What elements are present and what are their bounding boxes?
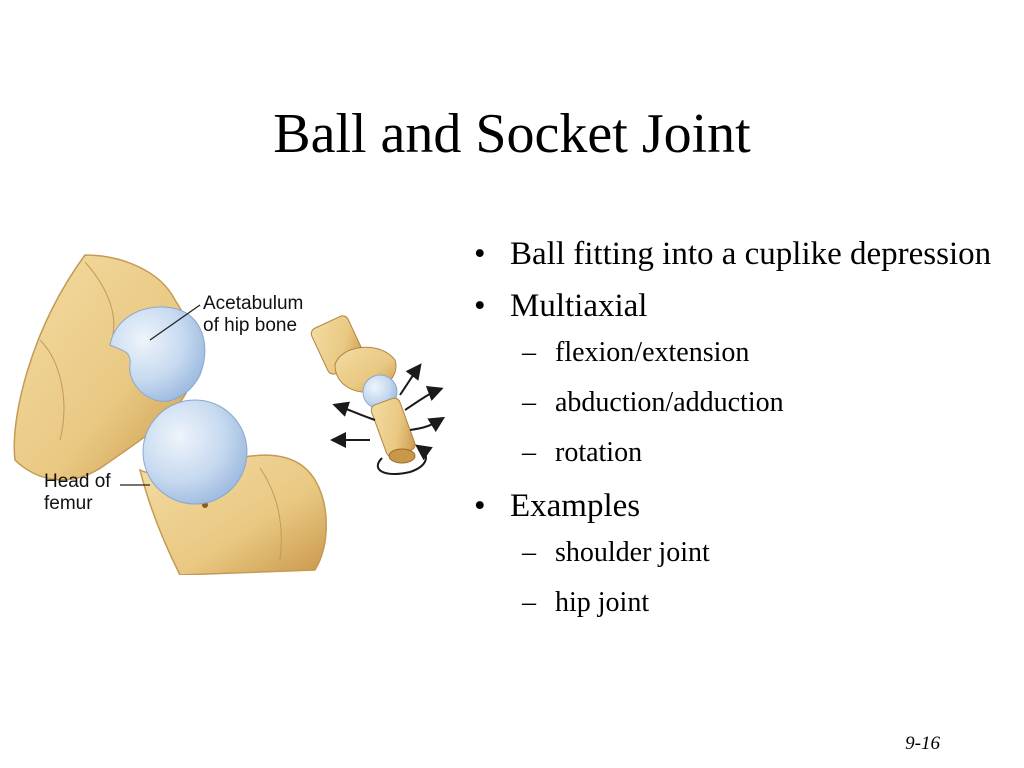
bullet-mark: • — [474, 288, 486, 324]
sub-bullet-text: flexion/extension — [555, 337, 750, 368]
hip-joint-drawing — [13, 254, 446, 575]
sub-bullet-item: – rotation — [470, 434, 1010, 472]
sub-bullet-text: shoulder joint — [555, 537, 710, 568]
label-acetabulum-line2: of hip bone — [203, 315, 298, 336]
sub-bullet-text: rotation — [555, 437, 643, 468]
bullet-text: Ball fitting into a cuplike depression — [510, 236, 992, 272]
label-acetabulum: Acetabulum of hip bone — [203, 293, 303, 337]
dash-mark: – — [522, 337, 536, 368]
label-head-of-femur: Head of femur — [44, 471, 111, 515]
bullet-list: • Ball fitting into a cuplike depression… — [470, 232, 1010, 634]
dash-mark: – — [522, 387, 536, 418]
bullet-item: • Ball fitting into a cuplike depression — [470, 232, 1010, 277]
bullet-item: • Multiaxial — [470, 284, 1010, 329]
sub-bullet-item: – shoulder joint — [470, 534, 1010, 572]
bullet-item: • Examples — [470, 484, 1010, 529]
sub-bullet-text: hip joint — [555, 587, 650, 618]
label-acetabulum-line1: Acetabulum — [203, 293, 304, 314]
sub-bullet-item: – hip joint — [470, 584, 1010, 622]
bullet-text: Examples — [510, 488, 641, 524]
slide-title: Ball and Socket Joint — [273, 103, 751, 165]
dash-mark: – — [522, 437, 536, 468]
ball-socket-model — [310, 315, 446, 476]
dash-mark: – — [522, 537, 536, 568]
sub-bullet-text: abduction/adduction — [555, 387, 784, 418]
bullet-mark: • — [474, 488, 486, 524]
acetabulum-socket — [109, 306, 206, 402]
slide-number: 9-16 — [905, 733, 940, 754]
hip-joint-illustration: Acetabulum of hip bone Head of femur — [0, 245, 450, 575]
femoral-head — [142, 399, 248, 505]
bullet-text: Multiaxial — [510, 288, 648, 324]
dash-mark: – — [522, 587, 536, 618]
sub-bullet-item: – abduction/adduction — [470, 384, 1010, 422]
label-head-line1: Head of — [44, 471, 111, 492]
label-head-line2: femur — [44, 493, 93, 514]
sub-bullet-item: – flexion/extension — [470, 334, 1010, 372]
bullet-mark: • — [474, 236, 486, 272]
